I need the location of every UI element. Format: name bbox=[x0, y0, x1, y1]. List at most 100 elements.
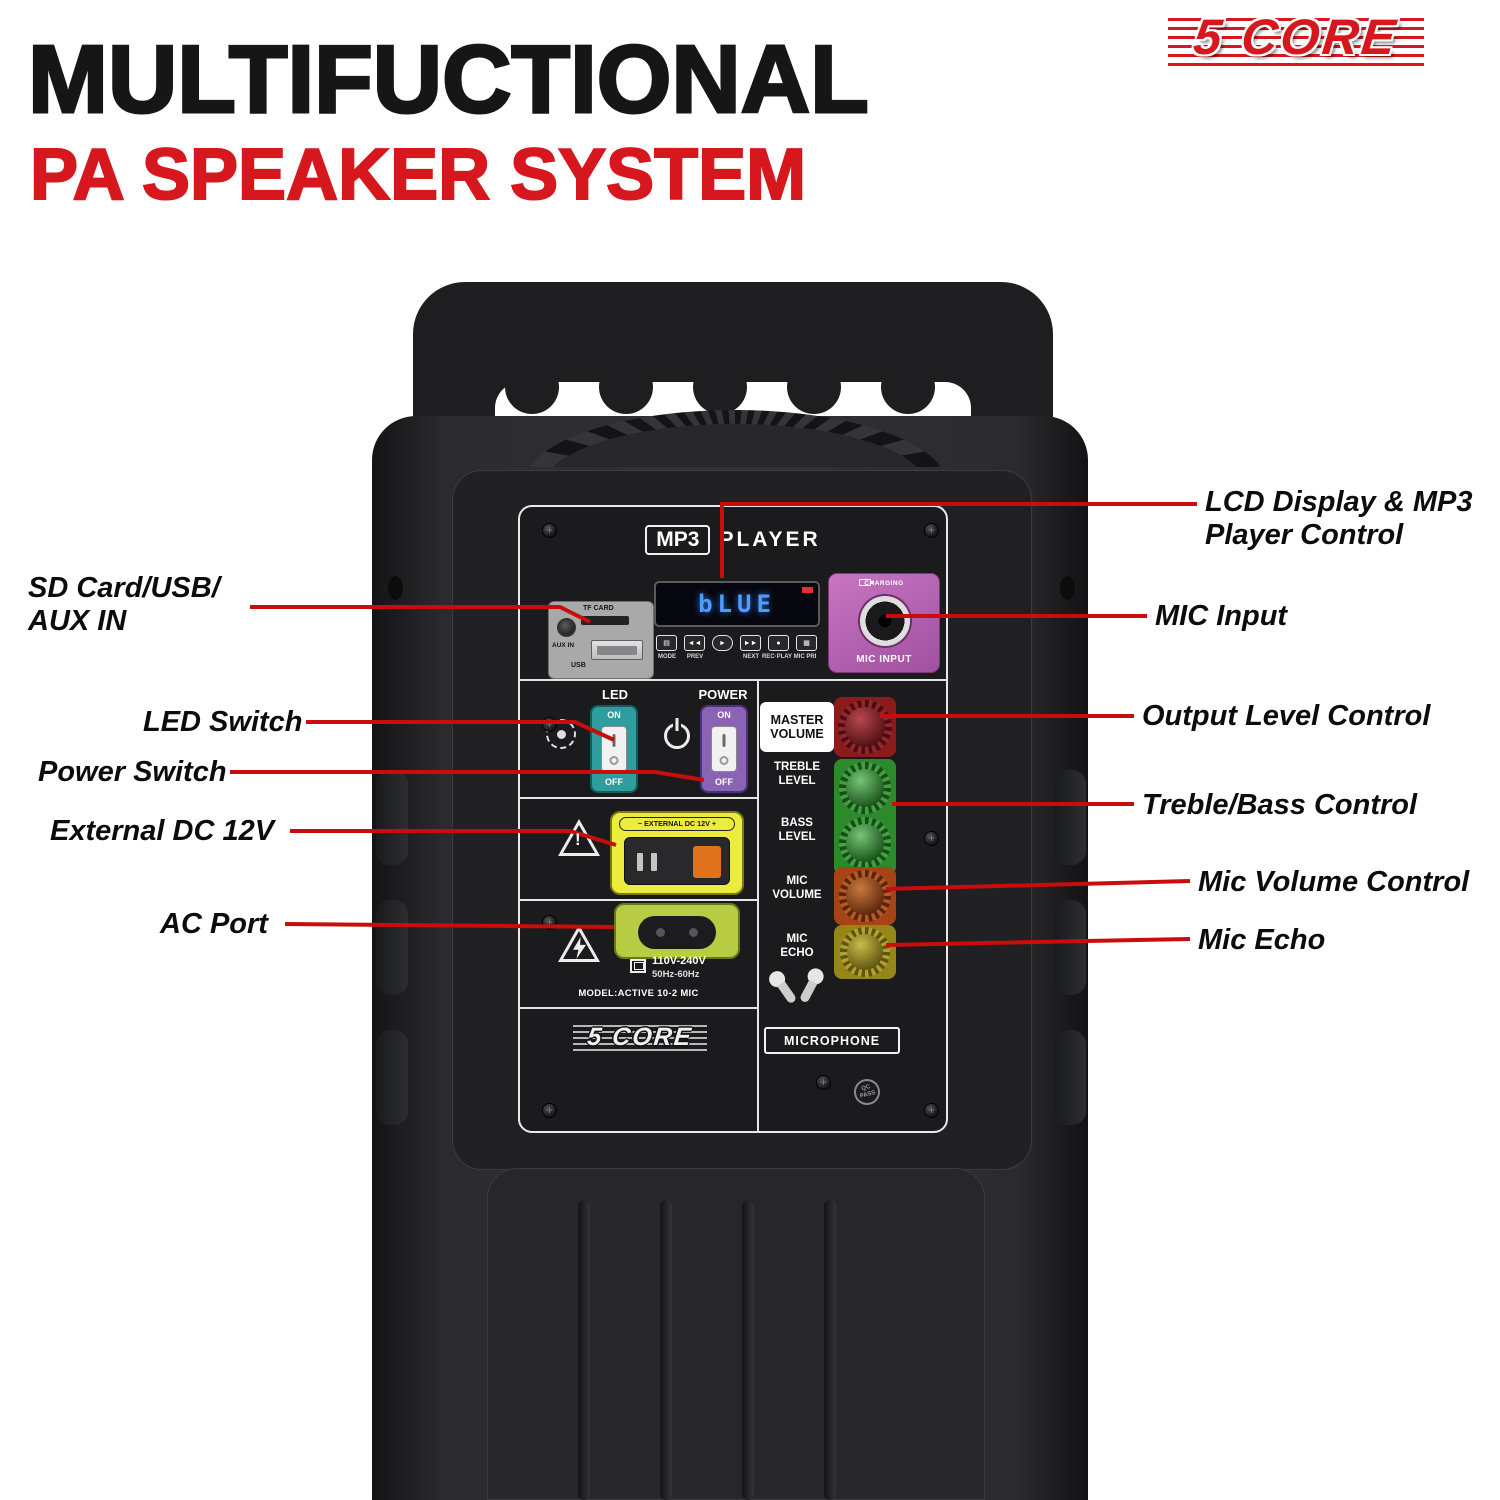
rocker-o bbox=[719, 756, 729, 765]
mic-echo-knob bbox=[840, 927, 890, 977]
mode-icon: ▤ bbox=[663, 639, 670, 647]
led-off-label: OFF bbox=[605, 777, 623, 787]
voltage-label: 110V-240V bbox=[652, 955, 706, 967]
aux-in-label: AUX IN bbox=[552, 642, 575, 649]
next-label: NEXT bbox=[742, 654, 759, 660]
ac-inlet bbox=[638, 916, 716, 949]
screw: + bbox=[924, 831, 939, 846]
treble-level-label: TREBLE LEVEL bbox=[774, 761, 820, 787]
mic-body bbox=[798, 979, 817, 1004]
rocker-slit bbox=[612, 734, 616, 747]
callout-lcd-display: LCD Display & MP3 Player Control bbox=[1205, 486, 1473, 552]
page-title: MULTIFUCTIONAL bbox=[27, 26, 871, 133]
tf-card-slot bbox=[581, 616, 629, 625]
mode-label: MODE bbox=[658, 654, 676, 660]
mic-input-jack bbox=[860, 596, 910, 646]
panel-brand-text: 5 CORE bbox=[586, 1023, 695, 1051]
callout-mic-input: MIC Input bbox=[1155, 600, 1288, 632]
divider bbox=[520, 679, 946, 681]
microphone-section-label: MICROPHONE bbox=[764, 1027, 900, 1054]
prev-icon: ◄◄ bbox=[687, 639, 702, 647]
power-on-label: ON bbox=[717, 710, 731, 720]
mic-volume-label: MIC VOLUME bbox=[772, 875, 822, 901]
frequency-label: 50Hz-60Hz bbox=[652, 969, 700, 980]
usb-port bbox=[591, 640, 643, 660]
callout-external-dc: External DC 12V bbox=[50, 815, 275, 847]
grip-bump bbox=[505, 360, 559, 414]
rocker-o bbox=[609, 756, 619, 765]
screw: + bbox=[924, 1103, 939, 1118]
bass-knob bbox=[839, 817, 891, 869]
led-switch: ON OFF bbox=[590, 705, 638, 793]
master-volume-knob bbox=[838, 700, 892, 754]
treble-knob bbox=[839, 762, 891, 814]
qc-sticker: QC PASS bbox=[851, 1076, 883, 1108]
led-rocker bbox=[601, 726, 627, 772]
panel-brand-logo: 5 CORE bbox=[573, 1021, 707, 1059]
side-grip bbox=[376, 1030, 408, 1125]
side-grip bbox=[1054, 770, 1086, 865]
usb-label: USB bbox=[571, 662, 586, 669]
brand-logo-text: 5 CORE bbox=[1190, 9, 1402, 65]
divider bbox=[520, 1007, 757, 1009]
side-grip bbox=[1054, 900, 1086, 995]
power-switch: ON OFF bbox=[700, 705, 748, 793]
lcd-indicator bbox=[802, 587, 813, 593]
mic-echo-label: MIC ECHO bbox=[780, 933, 814, 959]
screw: + bbox=[542, 717, 557, 732]
lightning-icon bbox=[573, 937, 586, 959]
mp3-badge: MP3 bbox=[645, 525, 711, 555]
brand-logo-stripes bbox=[1168, 18, 1424, 70]
exclamation-icon: ! bbox=[575, 830, 581, 849]
microphone-icon bbox=[765, 968, 802, 1010]
divider bbox=[520, 797, 757, 799]
dc-pin bbox=[637, 853, 643, 871]
panel-brand-stripes bbox=[573, 1025, 707, 1055]
screw: + bbox=[542, 1103, 557, 1118]
grip-bump bbox=[787, 360, 841, 414]
double-insulated-icon bbox=[630, 959, 646, 973]
ac-port-section bbox=[614, 903, 740, 959]
side-hole bbox=[388, 576, 403, 600]
side-grip bbox=[1054, 1030, 1086, 1125]
prev-label: PREV bbox=[686, 654, 704, 660]
screw: + bbox=[816, 1075, 831, 1090]
prev-button: ◄◄ bbox=[684, 635, 705, 651]
aux-in-jack bbox=[557, 618, 576, 637]
play-button: ► bbox=[712, 635, 733, 651]
mp3-player-header: MP3 PLAYER bbox=[520, 525, 946, 555]
electric-triangle-icon bbox=[558, 925, 600, 962]
dc-fuse-block bbox=[693, 846, 721, 878]
callout-ac-port: AC Port bbox=[160, 908, 268, 940]
usb-port-inner bbox=[597, 646, 637, 655]
power-label: POWER bbox=[698, 687, 748, 702]
cover-groove bbox=[578, 1200, 590, 1500]
callout-mic-volume: Mic Volume Control bbox=[1198, 866, 1470, 898]
external-dc-section: ~ EXTERNAL DC 12V + bbox=[610, 811, 744, 895]
record-icon: ● bbox=[776, 639, 781, 647]
grip-bump bbox=[881, 360, 935, 414]
led-on-label: ON bbox=[607, 710, 621, 720]
rocker-slit bbox=[722, 734, 726, 747]
side-grip bbox=[376, 900, 408, 995]
power-off-label: OFF bbox=[715, 777, 733, 787]
top-ring bbox=[523, 410, 947, 467]
mic-pri-button: ▦ bbox=[796, 635, 817, 651]
bottom-cover bbox=[487, 1168, 985, 1500]
lcd-readout: bLUE bbox=[698, 590, 776, 618]
mode-button: ▤ bbox=[656, 635, 677, 651]
speaker-handle bbox=[413, 282, 1053, 442]
divider bbox=[757, 679, 759, 1131]
top-ring-inner bbox=[543, 424, 927, 467]
cover-groove bbox=[824, 1200, 836, 1500]
screw: + bbox=[924, 523, 939, 538]
model-label: MODEL:ACTIVE 10-2 MIC bbox=[578, 988, 699, 999]
dc-pin bbox=[651, 853, 657, 871]
callout-mic-echo: Mic Echo bbox=[1198, 924, 1326, 956]
rec-play-button: ● bbox=[768, 635, 789, 651]
callout-power-switch: Power Switch bbox=[38, 756, 227, 788]
play-icon: ► bbox=[719, 639, 726, 647]
warning-triangle-icon: ! bbox=[558, 819, 600, 856]
cover-groove bbox=[660, 1200, 672, 1500]
mic-pri-label: MIC PRI bbox=[793, 654, 817, 660]
